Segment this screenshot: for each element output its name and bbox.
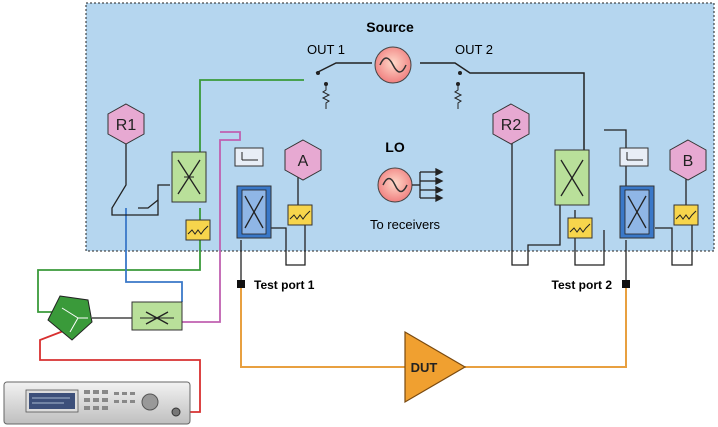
out1-load-resistor (321, 84, 331, 109)
instrument-panel (85, 2, 715, 252)
attenuator-a (287, 204, 313, 226)
coupler-port1 (236, 185, 272, 239)
test-port-2-connector (622, 280, 630, 288)
receiver-r2: R2 (492, 103, 530, 145)
port2-return (604, 129, 627, 188)
test-port-1-label: Test port 1 (254, 278, 315, 292)
attenuator-b (673, 204, 699, 226)
attenuator-r2 (567, 217, 593, 239)
out2-switch-node (458, 71, 462, 75)
r2-wire (511, 140, 561, 266)
magenta-cable (182, 131, 241, 323)
out1-label: OUT 1 (307, 42, 345, 57)
receiver-a-label: A (298, 153, 309, 170)
receiver-r1: R1 (107, 103, 145, 145)
termination-port1 (234, 147, 264, 167)
r1-switch-wire (111, 140, 170, 216)
dut-label: DUT (411, 360, 438, 375)
lo-arrows (412, 167, 444, 203)
red-cable (39, 329, 201, 413)
receiver-r1-label: R1 (116, 117, 137, 134)
attenuator-r1 (185, 219, 211, 241)
blue-cable (125, 208, 183, 302)
signal-generator (3, 381, 191, 425)
receiver-b: B (669, 139, 707, 181)
orange-cable-port2 (465, 284, 627, 368)
receiver-a: A (284, 139, 322, 181)
coupler-r2 (554, 149, 590, 206)
receiver-b-label: B (683, 153, 694, 170)
external-coupler (131, 301, 183, 331)
dut-amplifier: DUT (404, 330, 467, 404)
lo-sine-icon (382, 177, 408, 193)
source-out2-wire (420, 62, 585, 150)
sine-icon (379, 57, 407, 73)
orange-cable-port1 (240, 284, 405, 368)
port-a-wire-2 (270, 205, 306, 266)
termination-port2 (619, 147, 649, 167)
lo-title: LO (385, 139, 405, 155)
coupler-r1 (171, 151, 207, 203)
out2-label: OUT 2 (455, 42, 493, 57)
source-out1-wire (315, 62, 372, 74)
source-title: Source (366, 19, 414, 35)
test-port-2-label: Test port 2 (552, 278, 613, 292)
coupler-port2 (619, 185, 655, 239)
green-cable-lower (37, 208, 201, 313)
power-splitter (47, 295, 93, 341)
receiver-r2-label: R2 (501, 117, 522, 134)
test-port-1-connector (237, 280, 245, 288)
r1-switch-wire-2 (138, 199, 159, 209)
out1-switch-node (316, 71, 320, 75)
green-cable (199, 79, 304, 153)
port-b-wire-2 (655, 205, 693, 266)
out2-load-resistor (453, 84, 463, 109)
to-receivers-label: To receivers (370, 217, 441, 232)
